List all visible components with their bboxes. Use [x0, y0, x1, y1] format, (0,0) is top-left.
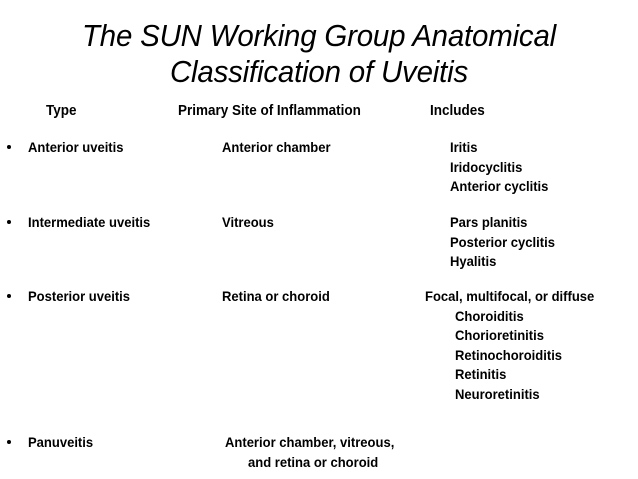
- list-item: Iritis: [450, 139, 478, 155]
- row-includes-lead: Focal, multifocal, or diffuse: [425, 288, 595, 304]
- row-includes-list: Choroiditis Chorioretinitis Retinochoroi…: [455, 307, 562, 405]
- list-item: Retinitis: [455, 366, 507, 382]
- list-item: Choroiditis: [455, 307, 524, 324]
- bullet-icon: [7, 220, 11, 224]
- bullet-icon: [7, 294, 11, 298]
- row-includes-list: Iritis Iridocyclitis Anterior cyclitis: [450, 138, 548, 197]
- list-item: Anterior cyclitis: [450, 178, 549, 194]
- row-site-label-continued: and retina or choroid: [248, 453, 379, 470]
- row-site-label: Anterior chamber, vitreous,: [225, 434, 395, 450]
- column-header-type: Type: [46, 103, 77, 119]
- bullet-icon: [7, 145, 11, 149]
- row-site-label: Retina or choroid: [222, 288, 330, 304]
- list-item: Posterior cyclitis: [450, 233, 555, 250]
- row-includes-list: Pars planitis Posterior cyclitis Hyaliti…: [450, 213, 555, 272]
- column-header-includes: Includes: [430, 103, 485, 119]
- list-item: Iridocyclitis: [450, 158, 523, 175]
- bullet-icon: [7, 440, 11, 444]
- row-type-label: Intermediate uveitis: [28, 214, 151, 230]
- list-item: Pars planitis: [450, 214, 528, 230]
- row-type-label: Panuveitis: [28, 434, 94, 450]
- list-item: Neuroretinitis: [455, 385, 540, 402]
- page-title: The SUN Working Group Anatomical Classif…: [81, 18, 557, 89]
- list-item: Hyalitis: [450, 253, 497, 269]
- column-header-primary-site: Primary Site of Inflammation: [178, 103, 361, 119]
- row-site-label: Vitreous: [222, 214, 274, 230]
- row-type-label: Posterior uveitis: [28, 288, 131, 304]
- list-item: Chorioretinitis: [455, 327, 544, 343]
- row-type-label: Anterior uveitis: [28, 139, 124, 155]
- list-item: Retinochoroiditis: [455, 346, 563, 363]
- row-site-label: Anterior chamber: [222, 139, 331, 155]
